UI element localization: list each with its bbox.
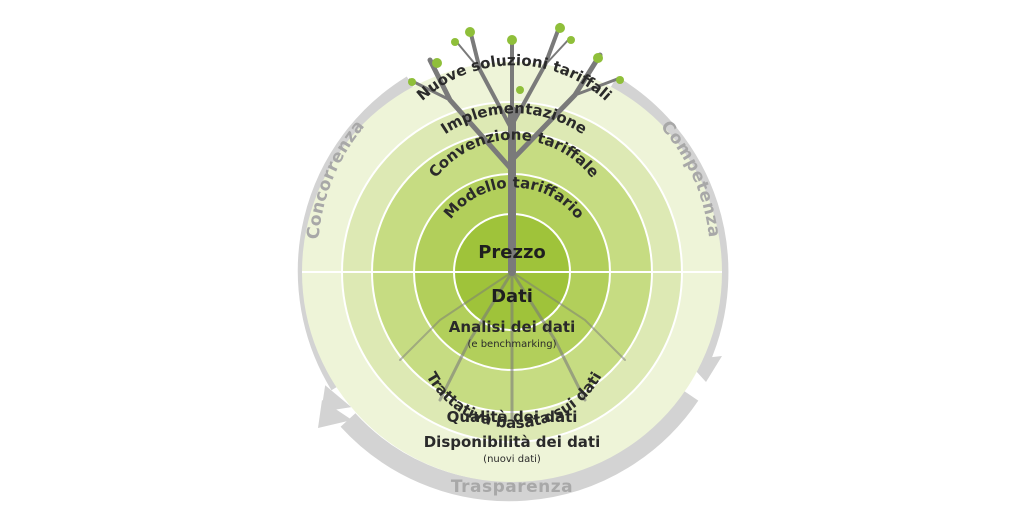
tree-leaves (408, 23, 624, 94)
core-label-price: Prezzo (478, 242, 546, 263)
tree-icon (399, 23, 626, 422)
ring-label-data-availability: Disponibilità dei dati (424, 433, 601, 451)
ring-sub-new-data: (nuovi dati) (483, 454, 541, 465)
ring-sub-benchmarking: (e benchmarking) (467, 339, 556, 350)
core-label-data: Dati (491, 286, 533, 307)
ring-label-data-quality: Qualità dei dati (447, 408, 578, 426)
cycle-label-transparency: Trasparenza (451, 477, 573, 497)
ring-label-data-analysis: Analisi dei dati (449, 318, 575, 336)
cycle-arrowhead-bottom (318, 400, 352, 428)
cycle-arrow-bottom (340, 389, 699, 502)
